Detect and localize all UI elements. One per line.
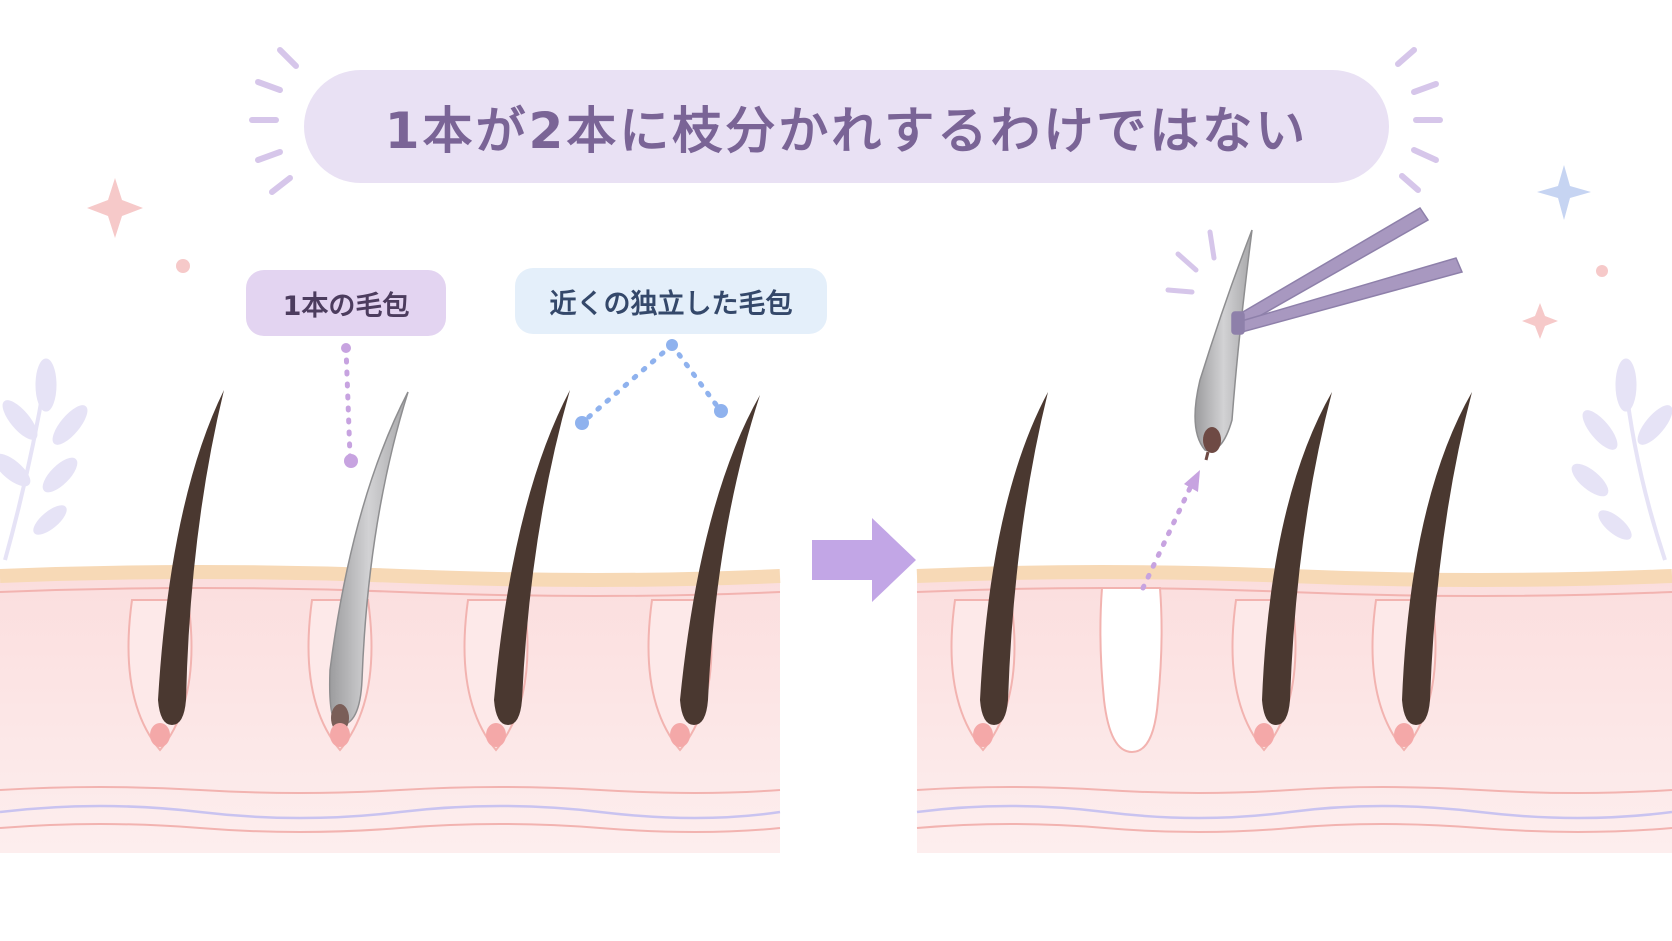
title-banner: 1本が2本に枝分かれするわけではない: [304, 70, 1389, 183]
title-rays-right: [1395, 47, 1443, 193]
title-text: 1本が2本に枝分かれするわけではない: [384, 101, 1309, 160]
pluck-direction-arrow: [1140, 470, 1200, 591]
single-follicle-label: 1本の毛包: [246, 270, 446, 336]
plucked-hair: [1194, 229, 1253, 461]
title-rays-left: [249, 47, 299, 195]
nearby-follicles-pointer: [575, 339, 728, 430]
sparkle-icon: [87, 178, 190, 273]
dermal-papillae: [150, 723, 1414, 747]
leaf-sprig-icon: [1571, 358, 1672, 561]
leaf-sprig-icon: [0, 358, 88, 561]
dark-hairs: [158, 390, 1472, 725]
pluck-motion-rays: [1165, 229, 1217, 295]
single-follicle-pointer: [341, 343, 358, 468]
right-arrow-icon: [812, 518, 916, 602]
nearby-follicles-label: 近くの独立した毛包: [515, 268, 827, 334]
tweezers-icon: [1231, 206, 1464, 335]
sparkle-icon: [1522, 165, 1608, 339]
